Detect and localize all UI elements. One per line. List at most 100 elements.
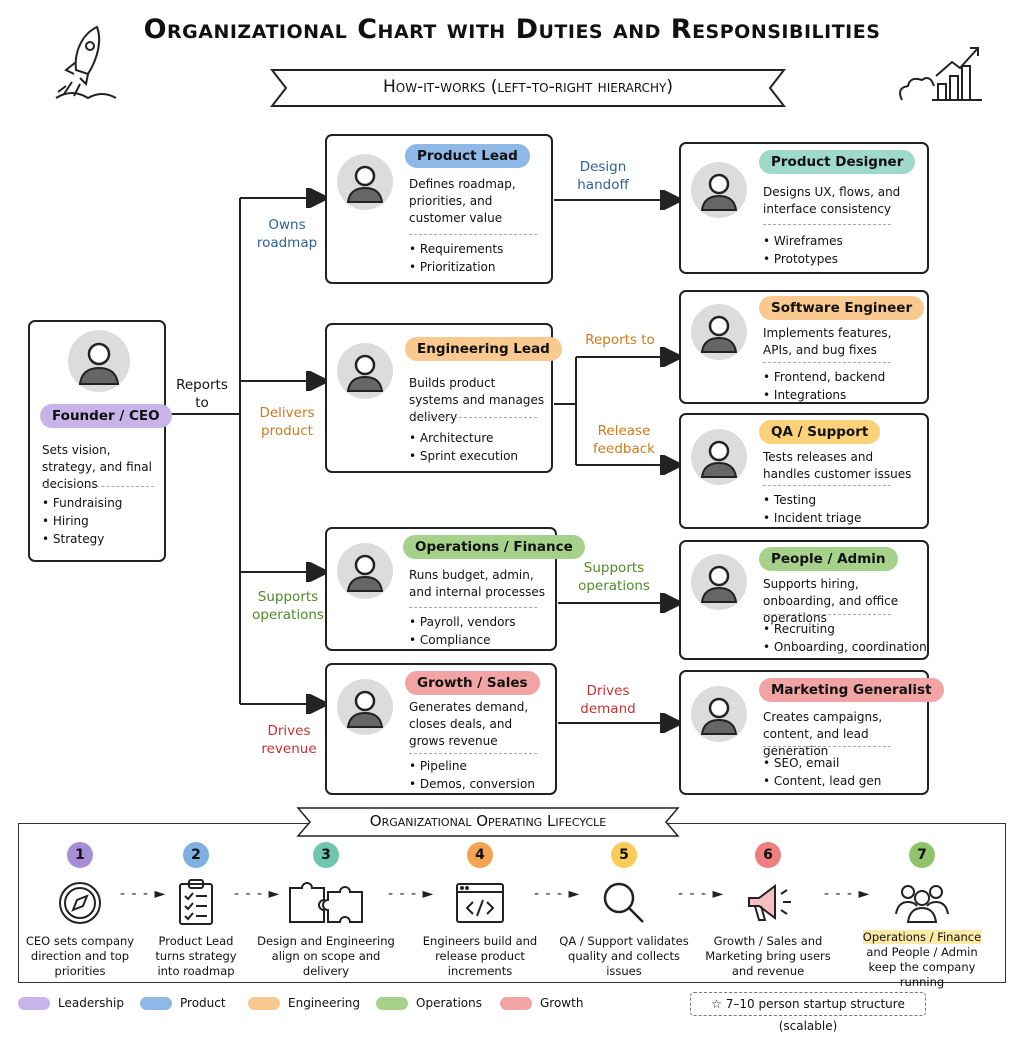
legend-label: Operations [416, 996, 482, 1010]
marketing-generalist-card: Marketing Generalist Creates campaigns, … [679, 670, 944, 795]
legend-swatch [248, 996, 280, 1010]
duty-list: Architecture Sprint execution [409, 429, 518, 465]
step-text-highlight: Operations / Finance [862, 930, 982, 944]
lifecycle-banner: Organizational Operating Lifecycle [296, 806, 680, 838]
dashed-arrow: - - - ► [120, 886, 167, 902]
step-text: Product Lead turns strategy into roadmap [155, 934, 237, 978]
growth-sales-card: Growth / Sales Generates demand, closes … [325, 663, 557, 795]
role-badge: QA / Support [759, 420, 881, 444]
role-description: Builds product systems and manages deliv… [409, 376, 545, 424]
divider [409, 753, 537, 754]
duty-item: Compliance [409, 631, 516, 649]
avatar [691, 686, 747, 742]
engineering-lead-card: Engineering Lead Builds product systems … [325, 323, 562, 473]
duty-item: Prototypes [763, 250, 843, 268]
lifecycle-step-1: 1 CEO sets company direction and top pri… [10, 842, 150, 979]
product-lead-card: Product Lead Defines roadmap, priorities… [325, 134, 553, 284]
avatar [337, 543, 393, 599]
team-icon [892, 878, 952, 928]
step-text: Design and Engineering align on scope an… [257, 934, 395, 978]
step-text: CEO sets company direction and top prior… [25, 934, 135, 978]
role-description: Designs UX, flows, and interface consist… [763, 185, 901, 216]
legend-label: Growth [540, 996, 584, 1010]
legend-swatch [376, 996, 408, 1010]
duty-item: Strategy [42, 530, 122, 548]
duty-item: Wireframes [763, 232, 843, 250]
duty-item: Onboarding, coordination [763, 638, 927, 656]
lifecycle-step-3: 3 Design and Engineering align on scope … [256, 842, 396, 979]
duty-item: Recruiting [763, 620, 927, 638]
duty-item: Fundraising [42, 494, 123, 512]
role-description: Tests releases and handles customer issu… [763, 450, 912, 481]
step-text: Engineers build and release product incr… [422, 934, 538, 978]
step-number: 2 [183, 842, 209, 868]
divider [763, 614, 891, 615]
edge-label-design-handoff: Design handoff [577, 159, 629, 193]
hierarchy-connectors [166, 0, 1024, 820]
role-badge: Operations / Finance [403, 535, 585, 559]
legend-item-growth: Growth [500, 996, 583, 1010]
founder-card: Founder / CEO Sets vision, strategy, and… [28, 320, 172, 562]
duty-item: Sprint execution [409, 447, 518, 465]
duty-list: Requirements Prioritization [409, 240, 503, 276]
compass-icon [55, 878, 105, 928]
role-description: Creates campaigns, content, and lead gen… [763, 710, 883, 758]
avatar [68, 330, 130, 392]
duty-item: Architecture [409, 429, 518, 447]
edge-label-delivers-product: Delivers product [259, 405, 315, 439]
duty-list: Testing Incident triage [763, 491, 862, 527]
avatar [691, 429, 747, 485]
role-badge: Growth / Sales [405, 671, 540, 695]
divider [42, 486, 154, 487]
step-text: Operations / Finance and People / Admin … [852, 930, 992, 990]
duty-list: Frontend, backend Integrations [763, 368, 885, 404]
edge-label-reports-to: Reports to [176, 377, 228, 411]
edge-label-release-feedback: Release feedback [592, 423, 655, 457]
duty-item: SEO, email [763, 754, 881, 772]
duty-list: Wireframes Prototypes [763, 232, 843, 268]
subtitle: How-it-works (left-to-right hierarchy) [383, 77, 673, 97]
step-number: 6 [755, 842, 781, 868]
step-number: 3 [313, 842, 339, 868]
step-number: 1 [67, 842, 93, 868]
divider [763, 746, 891, 747]
puzzle-icon [286, 878, 366, 928]
duty-item: Prioritization [409, 258, 503, 276]
duty-list: Fundraising Hiring Strategy [42, 494, 123, 548]
edge-label-supports-operations-admin: Supports operations [578, 560, 650, 594]
step-text-rest: and People / Admin keep the company runn… [866, 945, 978, 989]
legend-label: Product [180, 996, 226, 1010]
avatar [691, 162, 747, 218]
avatar [337, 343, 393, 399]
duty-list: SEO, email Content, lead gen [763, 754, 881, 790]
legend-swatch [18, 996, 50, 1010]
legend-item-product: Product [140, 996, 226, 1010]
duty-list: Pipeline Demos, conversion [409, 757, 535, 793]
role-badge: Engineering Lead [405, 337, 562, 361]
role-badge: Founder / CEO [40, 404, 172, 428]
avatar [337, 679, 393, 735]
product-designer-card: Product Designer Designs UX, flows, and … [679, 142, 929, 274]
divider [409, 234, 537, 235]
avatar [691, 304, 747, 360]
step-number: 7 [909, 842, 935, 868]
legend-item-engineering: Engineering [248, 996, 360, 1010]
duty-item: Demos, conversion [409, 775, 535, 793]
role-description: Runs budget, admin, and internal process… [409, 568, 545, 599]
step-number: 5 [611, 842, 637, 868]
step-number: 4 [467, 842, 493, 868]
avatar [691, 554, 747, 610]
divider [409, 607, 537, 608]
role-description: Implements features, APIs, and bug fixes [763, 326, 892, 357]
subtitle-banner: How-it-works (left-to-right hierarchy) [270, 68, 786, 108]
qa-support-card: QA / Support Tests releases and handles … [679, 413, 929, 529]
step-text: Growth / Sales and Marketing bring users… [705, 934, 831, 978]
dashed-arrow: - - - ► [388, 886, 435, 902]
duty-item: Pipeline [409, 757, 535, 775]
people-admin-card: People / Admin Supports hiring, onboardi… [679, 540, 929, 660]
legend-label: Engineering [288, 996, 360, 1010]
role-badge: Product Lead [405, 144, 530, 168]
magnifier-icon [599, 878, 649, 928]
structure-note: ☆ 7–10 person startup structure (scalabl… [690, 992, 926, 1033]
duty-item: Payroll, vendors [409, 613, 516, 631]
